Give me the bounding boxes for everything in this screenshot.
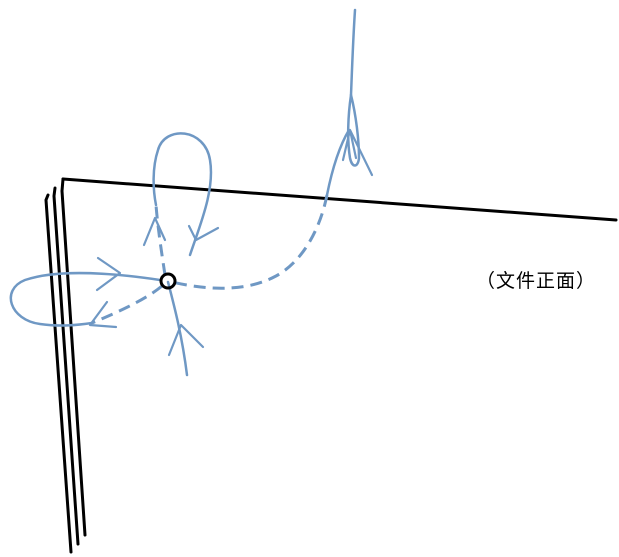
thread-upper-loop [152,132,213,257]
binding-thread [9,8,374,377]
binding-thread-back [91,194,329,325]
document-sheet-back [44,193,73,554]
document-stack [44,177,618,554]
thread-back-up [154,204,167,276]
binding-hole-icon [159,272,177,290]
thread-back-down-left [91,284,163,325]
thread-top-loop [346,93,361,167]
document-sheet-middle [52,186,80,546]
thread-entry [349,8,357,97]
arrow-right-left-loop-icon [95,256,122,292]
arrow-upper-loop-icon [187,224,220,242]
document-top-edge [61,177,618,222]
arrow-top-loop-icon [341,128,374,177]
thread-left-loop [9,271,162,327]
document-front-label: （文件正面） [476,270,597,292]
arrow-up-lower-tail-icon [167,323,205,357]
document-sheet-front [60,177,87,537]
arrow-down-left-dashed-icon [88,300,118,329]
thread-descent [325,128,351,197]
arrow-up-dashed-icon [142,216,167,247]
thread-back-long-arc [171,194,329,290]
